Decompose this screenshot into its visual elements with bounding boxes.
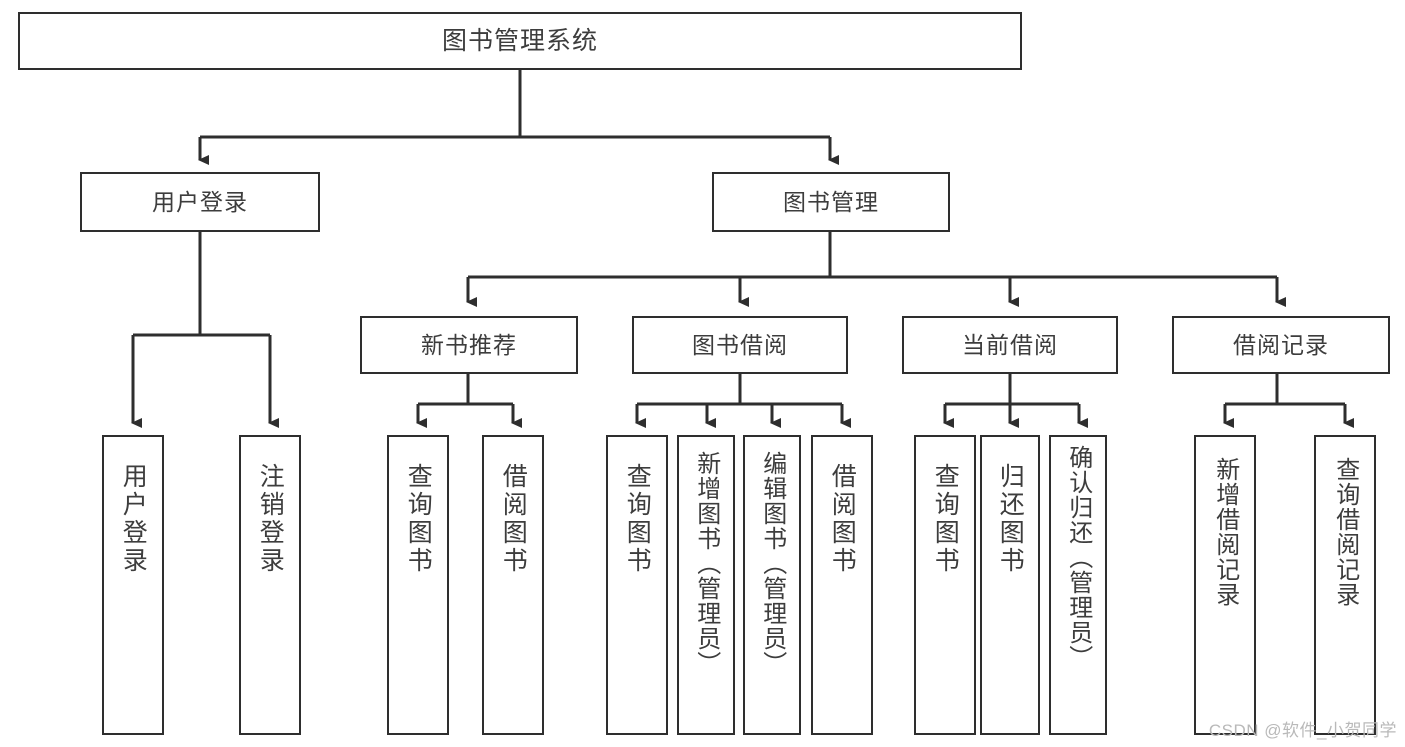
node-user-login[interactable]: 用户登录 — [80, 172, 320, 232]
node-label: 新书推荐 — [421, 331, 517, 358]
leaf-user-login[interactable]: 用户登录 — [102, 435, 164, 735]
leaf-edit-book-admin[interactable]: 编辑图书（管理员） — [743, 435, 801, 735]
leaf-return-book[interactable]: 归还图书 — [980, 435, 1040, 735]
node-label: 查询图书 — [404, 463, 433, 575]
node-label: 新增借阅记录 — [1211, 457, 1239, 607]
node-label: 注销登录 — [256, 463, 285, 575]
node-label: 查询借阅记录 — [1331, 457, 1359, 607]
leaf-add-book-admin[interactable]: 新增图书（管理员） — [677, 435, 735, 735]
node-current-borrow[interactable]: 当前借阅 — [902, 316, 1118, 374]
node-new-book-recommend[interactable]: 新书推荐 — [360, 316, 578, 374]
node-book-borrow[interactable]: 图书借阅 — [632, 316, 848, 374]
node-label: 编辑图书（管理员） — [758, 451, 786, 676]
leaf-user-logout[interactable]: 注销登录 — [239, 435, 301, 735]
leaf-confirm-return-admin[interactable]: 确认归还（管理员） — [1049, 435, 1107, 735]
leaf-query-book-recommend[interactable]: 查询图书 — [387, 435, 449, 735]
node-label: 用户登录 — [152, 188, 248, 215]
node-label: 确认归还（管理员） — [1064, 445, 1092, 670]
node-label: 用户登录 — [119, 463, 148, 575]
node-book-management[interactable]: 图书管理 — [712, 172, 950, 232]
node-label: 归还图书 — [996, 463, 1025, 575]
node-borrow-records[interactable]: 借阅记录 — [1172, 316, 1390, 374]
leaf-borrow-book[interactable]: 借阅图书 — [811, 435, 873, 735]
leaf-add-borrow-record[interactable]: 新增借阅记录 — [1194, 435, 1256, 735]
node-label: 图书管理 — [783, 188, 879, 215]
node-root-system[interactable]: 图书管理系统 — [18, 12, 1022, 70]
leaf-query-book-borrow[interactable]: 查询图书 — [606, 435, 668, 735]
node-label: 借阅图书 — [499, 463, 528, 575]
leaf-query-borrow-record[interactable]: 查询借阅记录 — [1314, 435, 1376, 735]
node-label: 图书管理系统 — [441, 26, 598, 55]
node-label: 借阅记录 — [1233, 331, 1329, 358]
node-label: 图书借阅 — [692, 331, 788, 358]
csdn-watermark: CSDN @软件_小贺同学 — [1208, 721, 1397, 740]
node-label: 借阅图书 — [828, 463, 857, 575]
node-label: 当前借阅 — [962, 331, 1058, 358]
node-label: 查询图书 — [623, 463, 652, 575]
node-label: 查询图书 — [931, 463, 960, 575]
leaf-borrow-book-recommend[interactable]: 借阅图书 — [482, 435, 544, 735]
node-label: 新增图书（管理员） — [692, 451, 720, 676]
leaf-query-book-current[interactable]: 查询图书 — [914, 435, 976, 735]
